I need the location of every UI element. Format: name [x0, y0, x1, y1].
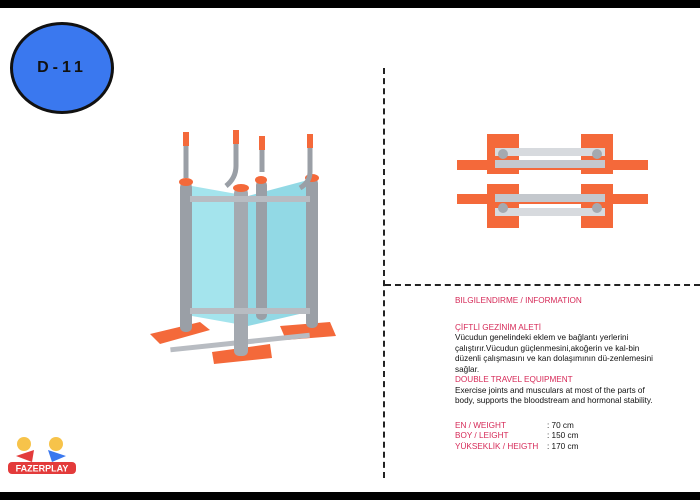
info-header: BILGILENDIRME / INFORMATION: [455, 296, 582, 305]
description-tr: Vücudun genelindeki eklem ve bağlantı ye…: [455, 333, 653, 374]
equipment-top-view-illustration: [457, 134, 648, 228]
product-code-badge: D-11: [10, 22, 114, 114]
spec-value: : 170 cm: [547, 441, 579, 451]
title-tr: ÇİFTLİ GEZİNİM ALETİ: [455, 322, 541, 332]
info-panel: BILGILENDIRME / INFORMATION ÇİFTLİ GEZİN…: [455, 296, 660, 452]
brand-logo: FAZERPLAY: [8, 437, 76, 474]
product-code: D-11: [37, 59, 87, 76]
title-en: DOUBLE TRAVEL EQUIPMENT: [455, 375, 573, 384]
horizontal-divider: [385, 284, 700, 286]
description-en: Exercise joints and musculars at most of…: [455, 385, 653, 406]
spec-row: EN / WEIGHT : 70 cm: [455, 421, 660, 432]
svg-text:FAZERPLAY: FAZERPLAY: [16, 464, 69, 474]
spec-label: YÜKSEKLİK / HEIGTH: [455, 441, 539, 451]
specs-list: EN / WEIGHT : 70 cm BOY / LEIGHT : 150 c…: [455, 421, 660, 453]
vertical-divider: [383, 68, 385, 478]
product-sheet: D-11: [0, 8, 700, 492]
spec-value: : 150 cm: [547, 431, 579, 440]
spec-row: BOY / LEIGHT : 150 cm: [455, 431, 660, 442]
spec-label: EN / WEIGHT: [455, 420, 506, 430]
spec-label: BOY / LEIGHT: [455, 431, 509, 440]
spec-row: YÜKSEKLİK / HEIGTH : 170 cm: [455, 442, 660, 453]
spec-value: : 70 cm: [547, 420, 574, 430]
equipment-perspective-illustration: [150, 130, 336, 364]
